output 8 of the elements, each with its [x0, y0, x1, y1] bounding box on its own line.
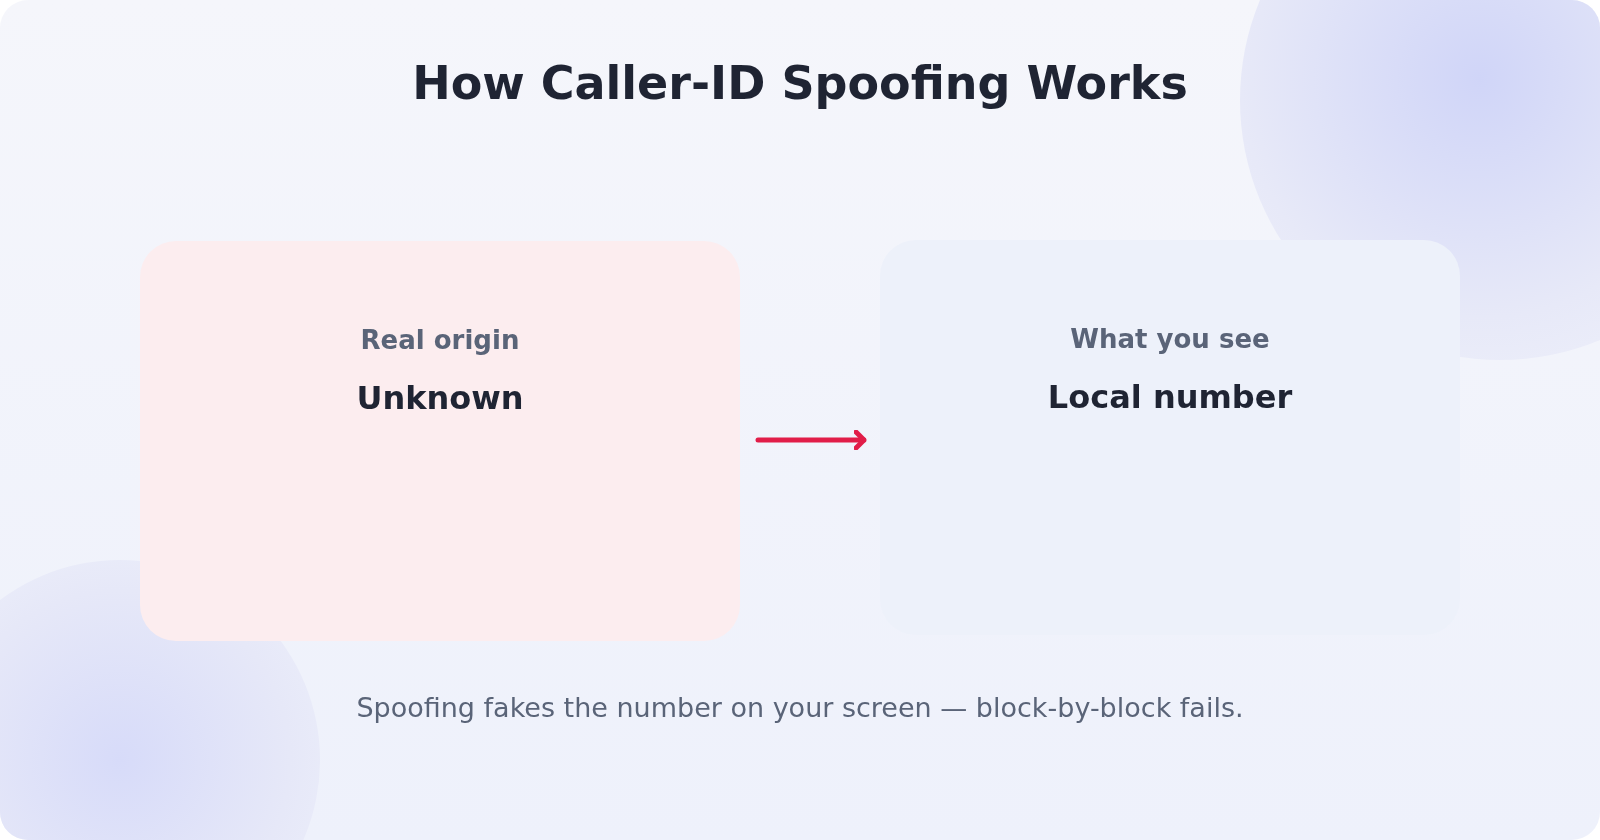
- diagram-title: How Caller-ID Spoofing Works: [412, 56, 1188, 110]
- card-heading: What you see: [1070, 324, 1270, 354]
- caption: Spoofing fakes the number on your screen — block-by-block fails.: [356, 692, 1244, 723]
- card-value: Local number: [1047, 378, 1293, 416]
- info-card: [140, 241, 740, 641]
- card-value: Unknown: [356, 379, 524, 417]
- arrow: [755, 429, 867, 451]
- card-heading: Real origin: [360, 325, 520, 355]
